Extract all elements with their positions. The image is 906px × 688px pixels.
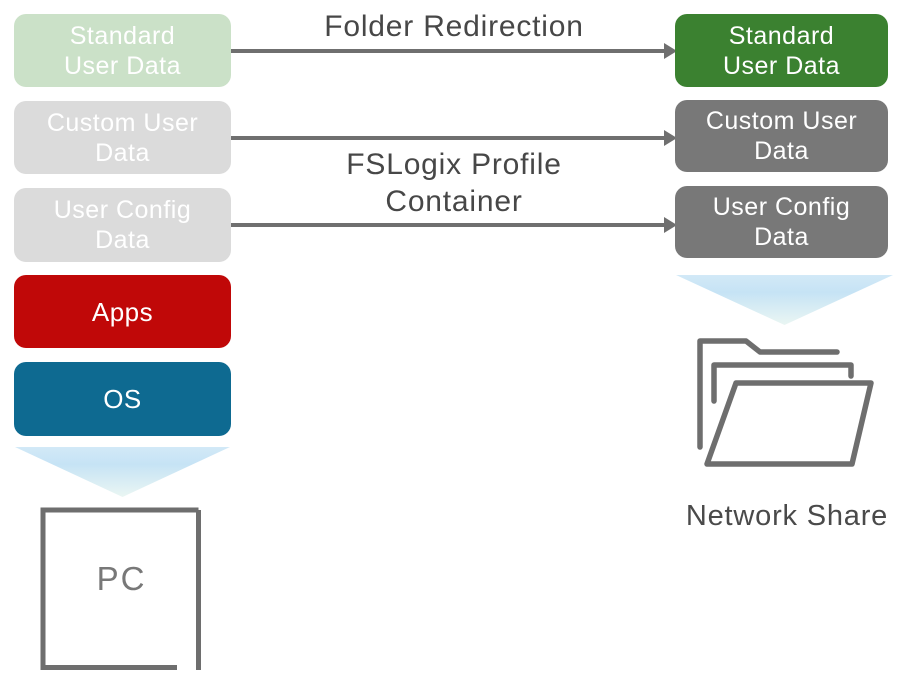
arrow-head-icon (664, 217, 677, 233)
box-os: OS (14, 362, 231, 436)
network-share-label: Network Share (685, 500, 889, 532)
arrow-shaft (231, 49, 665, 53)
arrow-standard-user-data (231, 43, 677, 59)
box-user-config-data-target: User Config Data (675, 186, 888, 258)
down-funnel-icon (676, 275, 893, 325)
arrow-shaft (231, 136, 665, 140)
arrow-head-icon (664, 43, 677, 59)
fslogix-profile-container-label: FSLogix Profile Container (346, 148, 562, 218)
box-standard-user-data-target: Standard User Data (675, 14, 888, 87)
box-custom-user-data-target: Custom User Data (675, 100, 888, 172)
open-folder-icon (697, 338, 874, 467)
pc-label: PC (96, 560, 147, 597)
down-funnel-icon (15, 447, 230, 497)
box-custom-user-data-source: Custom User Data (14, 101, 231, 174)
arrow-shaft (231, 223, 665, 227)
pc-outline-icon (40, 507, 201, 670)
arrow-custom-user-data (231, 130, 677, 146)
box-apps: Apps (14, 275, 231, 348)
box-standard-user-data-source: Standard User Data (14, 14, 231, 87)
arrow-user-config-data (231, 217, 677, 233)
box-user-config-data-source: User Config Data (14, 188, 231, 262)
folder-redirection-label: Folder Redirection (324, 10, 584, 43)
arrow-head-icon (664, 130, 677, 146)
